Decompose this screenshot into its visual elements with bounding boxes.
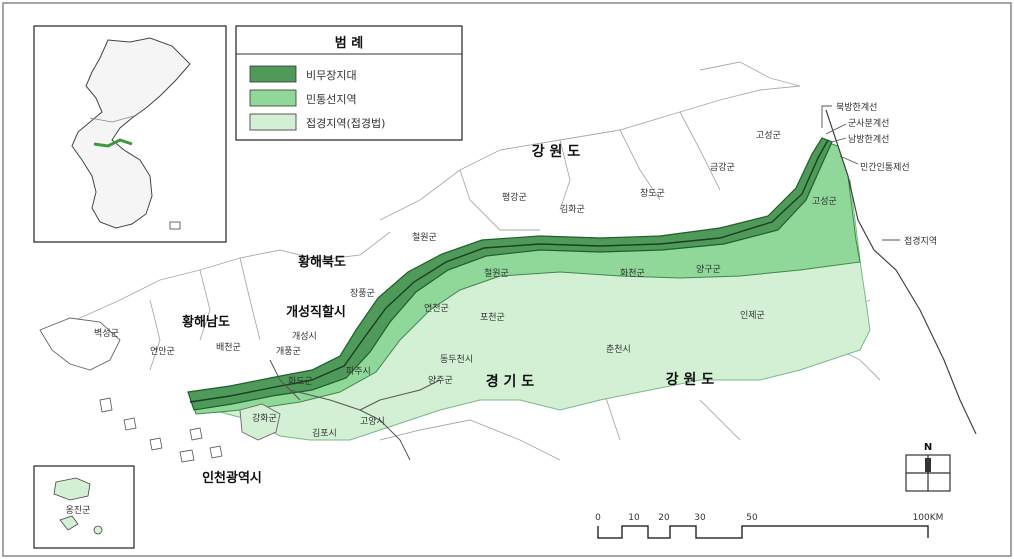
region-incheon: 인천광역시 xyxy=(202,470,262,486)
annotation-north-limit: 북방한계선 xyxy=(836,101,877,113)
region-gyeonggi: 경 기 도 xyxy=(486,373,535,390)
rivers xyxy=(269,359,441,461)
annotation-border-area: 접경지역 xyxy=(904,235,937,247)
scale-tick-0: 0 xyxy=(595,513,601,523)
district-cheorwon-south: 철원군 xyxy=(484,268,509,279)
legend-swatch-border xyxy=(249,113,297,131)
scale-tick-50: 50 xyxy=(746,513,758,523)
district-yanggu: 양구군 xyxy=(696,264,721,275)
annotation-leaders xyxy=(821,105,900,241)
district-paju: 파주시 xyxy=(346,366,371,377)
district-goyang: 고양시 xyxy=(360,416,385,427)
district-yeoncheon: 연천군 xyxy=(424,303,449,314)
district-gaepung: 개풍군 xyxy=(276,346,301,357)
legend-label-ccz: 민통선지역 xyxy=(306,93,357,106)
district-chuncheon: 춘천시 xyxy=(606,344,631,355)
west-coast-islands xyxy=(39,317,281,463)
district-gimpo: 김포시 xyxy=(312,427,337,439)
district-yeonan: 연안군 xyxy=(150,346,175,357)
district-ganghwa: 강화군 xyxy=(252,413,277,424)
district-inje: 인제군 xyxy=(740,310,765,321)
inset-korea-map xyxy=(33,25,227,243)
legend-label-border: 접경지역(접경법) xyxy=(306,117,385,130)
district-goseong-north: 고성군 xyxy=(756,130,781,141)
legend-swatch-ccz xyxy=(249,89,297,107)
east-coastline xyxy=(825,109,977,435)
district-hwado: 화도군 xyxy=(288,376,313,387)
region-gangwon-north: 강 원 도 xyxy=(532,143,581,160)
region-gangwon-south: 강 원 도 xyxy=(666,371,715,388)
region-hwanghae-north: 황해북도 xyxy=(298,254,346,270)
district-gaeseong-si: 개성시 xyxy=(292,331,317,342)
district-pocheon: 포천군 xyxy=(480,312,505,323)
district-yangju: 양주군 xyxy=(428,375,453,386)
district-goseong-south: 고성군 xyxy=(812,196,837,207)
scale-tick-10: 10 xyxy=(628,513,640,523)
legend-swatch-dmz xyxy=(249,65,297,83)
annotation-south-limit: 남방한계선 xyxy=(848,133,889,145)
district-geumgang: 금강군 xyxy=(710,162,735,173)
inset-islands-label: 옹진군 xyxy=(66,505,91,516)
district-cheorwon-north: 철원군 xyxy=(412,232,437,243)
annotation-mdl: 군사분계선 xyxy=(848,117,889,129)
legend-label-dmz: 비무장지대 xyxy=(306,69,357,82)
military-demarcation-line xyxy=(189,139,829,403)
district-dongducheon: 동두천시 xyxy=(440,354,473,365)
district-baekcheon: 배천군 xyxy=(216,342,241,353)
district-hwacheon: 화천군 xyxy=(620,268,645,279)
scale-bar xyxy=(597,525,929,539)
scale-tick-20: 20 xyxy=(658,513,670,523)
district-jangpung: 장풍군 xyxy=(350,288,375,299)
legend-title: 범 례 xyxy=(335,35,363,51)
region-kaesong: 개성직할시 xyxy=(286,304,346,320)
district-changdo: 창도군 xyxy=(640,188,665,199)
region-hwanghae-south: 황해남도 xyxy=(182,314,230,330)
district-byeoksung: 벽성군 xyxy=(94,328,119,339)
district-pyeonggang: 평강군 xyxy=(502,192,527,203)
annotation-civ-line: 민간인통제선 xyxy=(860,162,910,173)
district-gimhwa: 김화군 xyxy=(560,203,585,215)
scale-tick-30: 30 xyxy=(694,513,706,523)
scale-end-label: 100KM xyxy=(913,513,944,523)
compass-rose xyxy=(905,454,951,492)
compass-label: N xyxy=(924,442,932,453)
inset-islands-map xyxy=(33,465,135,549)
